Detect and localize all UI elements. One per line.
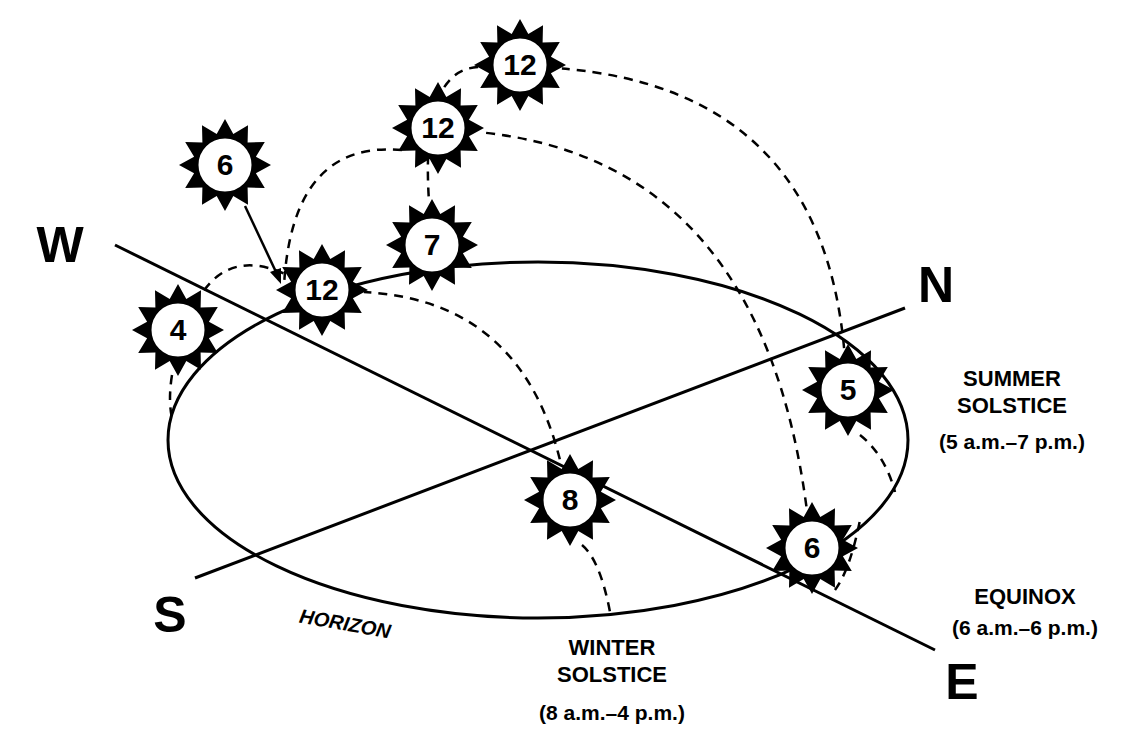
compass-letter: W bbox=[30, 217, 90, 274]
hour-number: 6 bbox=[177, 117, 273, 213]
compass-letter: S bbox=[140, 587, 200, 644]
sun-marker: 7 bbox=[384, 197, 480, 293]
caption-label: SUMMER SOLSTICE bbox=[947, 365, 1077, 419]
compass-letter: N bbox=[906, 257, 966, 314]
winter-rise-dash bbox=[582, 545, 610, 612]
hour-number: 12 bbox=[390, 80, 486, 176]
sun-path-arc bbox=[480, 132, 807, 506]
sun-marker: 6 bbox=[177, 117, 273, 213]
north-south-line bbox=[195, 308, 905, 578]
caption-label: (5 a.m.–7 p.m.) bbox=[912, 430, 1112, 454]
hour-number: 4 bbox=[130, 282, 226, 378]
dashed-arc bbox=[562, 69, 844, 349]
caption-label: WINTER SOLSTICE bbox=[547, 634, 677, 688]
dashed-arc bbox=[480, 132, 807, 506]
sun-marker: 12 bbox=[472, 17, 568, 113]
summer-rise-dash bbox=[860, 435, 895, 492]
sun-path-dashes bbox=[170, 149, 895, 612]
dashed-arc bbox=[364, 292, 560, 459]
sun-marker: 4 bbox=[130, 282, 226, 378]
hour-number: 6 bbox=[764, 500, 860, 596]
caption-label: EQUINOX bbox=[925, 584, 1125, 609]
dashed-arc bbox=[201, 265, 284, 294]
caption-label: HORIZON bbox=[279, 601, 411, 646]
horizon-ellipse bbox=[168, 262, 908, 618]
sun-marker: 8 bbox=[522, 452, 618, 548]
east-west-line bbox=[115, 245, 935, 650]
sun-path-arc bbox=[562, 69, 844, 349]
sun-path-arc bbox=[201, 265, 284, 294]
winter-set-dash bbox=[170, 375, 172, 418]
caption-label: (8 a.m.–4 p.m.) bbox=[512, 701, 712, 725]
hour-number: 12 bbox=[274, 242, 370, 338]
hour-number: 12 bbox=[472, 17, 568, 113]
compass-letter: E bbox=[932, 654, 992, 711]
sun-marker: 12 bbox=[274, 242, 370, 338]
sun-marker: 5 bbox=[800, 342, 896, 438]
caption-label: (6 a.m.–6 p.m.) bbox=[925, 616, 1125, 640]
sun-marker: 12 bbox=[390, 80, 486, 176]
hour-number: 7 bbox=[384, 197, 480, 293]
sun-path-arc bbox=[364, 292, 560, 459]
hour-number: 8 bbox=[522, 452, 618, 548]
sun-marker: 6 bbox=[764, 500, 860, 596]
hour-number: 5 bbox=[800, 342, 896, 438]
leader-line bbox=[245, 206, 276, 272]
